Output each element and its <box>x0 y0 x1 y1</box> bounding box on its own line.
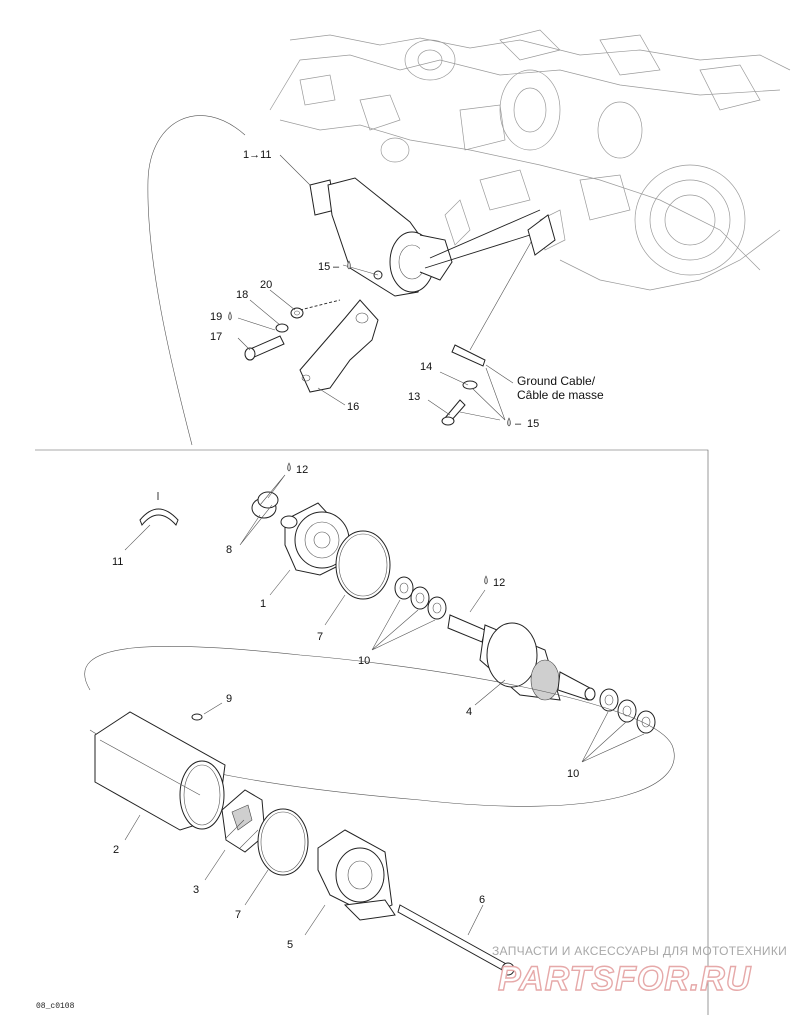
ground-cable-label-1: Ground Cable/ <box>517 374 596 388</box>
ground-strap-leader <box>469 234 536 351</box>
o-ring-8b <box>257 491 279 509</box>
callout-6: 6 <box>479 894 485 906</box>
engine-stud <box>527 214 556 256</box>
callout-10b: 10 <box>567 768 579 780</box>
callout-15-right: 15 <box>527 418 539 430</box>
leader-3 <box>204 849 226 881</box>
bolt-13 <box>441 399 466 426</box>
through-bolt-6 <box>397 904 515 976</box>
callout-15-top: 15 <box>318 261 330 273</box>
drop-icon <box>484 575 488 585</box>
callout-7b: 7 <box>235 909 241 921</box>
mounting-bracket <box>299 299 379 393</box>
detail-frame <box>35 449 709 1015</box>
figure-code: 08_c0108 <box>36 1002 75 1011</box>
callout-17: 17 <box>210 331 222 343</box>
leader-7b <box>244 869 269 906</box>
callout-11: 11 <box>112 556 123 568</box>
callout-16: 16 <box>347 401 359 413</box>
drop-icon <box>287 462 291 472</box>
leader-10a <box>371 599 436 651</box>
armature-4 <box>447 614 596 701</box>
callout-2: 2 <box>113 844 119 856</box>
drop-icon <box>507 417 511 427</box>
dash-15-top: – <box>333 261 340 273</box>
washer-18 <box>275 323 289 333</box>
callout-18: 18 <box>236 289 248 301</box>
leader-14 <box>439 371 469 386</box>
brush-plate-3 <box>221 789 266 853</box>
callout-5: 5 <box>287 939 293 951</box>
callout-8: 8 <box>226 544 232 556</box>
leader-18 <box>249 299 281 326</box>
callout-10a: 10 <box>358 655 370 667</box>
washer-stack-10a <box>394 576 447 620</box>
leader-ground-cable <box>485 364 514 384</box>
washer-14 <box>462 380 478 390</box>
o-ring-7b <box>257 808 309 876</box>
engine-block-outline <box>269 29 791 291</box>
callout-1-11: 1→11 <box>243 149 272 161</box>
ground-cable <box>451 344 486 367</box>
leader-20 <box>269 289 296 311</box>
leader-13 <box>427 399 451 416</box>
leader-12a <box>259 474 286 506</box>
leader-15-right-c <box>485 367 506 421</box>
watermark-logo: PARTSFOR.RU <box>498 960 752 998</box>
leader-16 <box>317 387 346 406</box>
lockwasher-20 <box>290 307 304 319</box>
ground-cable-label-2: Câble de masse <box>517 388 604 402</box>
drop-icon <box>228 311 232 321</box>
leader-7a <box>324 594 346 626</box>
o-ring-9 <box>191 713 203 721</box>
leader-10b <box>581 711 645 763</box>
assembly-leader-loop <box>147 115 246 446</box>
leader-15-right-a <box>471 387 506 421</box>
bolt-17 <box>244 335 285 361</box>
callout-19: 19 <box>210 311 222 323</box>
leader-19 <box>237 317 276 331</box>
callout-9: 9 <box>226 693 232 705</box>
callout-3: 3 <box>193 884 199 896</box>
leader-1 <box>269 569 291 596</box>
callout-14: 14 <box>420 361 432 373</box>
leader-15-right-b <box>459 411 501 421</box>
assembly-loop-lower <box>84 645 675 807</box>
dash-15-right: – <box>515 418 522 430</box>
callout-13: 13 <box>408 391 420 403</box>
watermark-tagline: ЗАПЧАСТИ И АКСЕССУАРЫ ДЛЯ МОТОТЕХНИКИ <box>492 944 787 958</box>
clip-11 <box>139 492 179 526</box>
bracket-bolt-line <box>299 299 341 311</box>
leader-12b <box>469 589 486 613</box>
leader-1-11 <box>279 154 311 186</box>
leader-17 <box>237 337 251 351</box>
o-ring-7a <box>335 530 391 600</box>
housing-2 <box>94 711 226 831</box>
leader-11 <box>124 524 151 551</box>
drop-icon <box>347 260 351 270</box>
leader-4 <box>474 679 506 706</box>
leader-9 <box>203 702 223 715</box>
callout-7a: 7 <box>317 631 323 643</box>
end-cover-1 <box>280 502 353 576</box>
callout-12a: 12 <box>296 464 308 476</box>
drive-end-housing-5 <box>317 829 396 921</box>
starter-assembly <box>309 177 541 297</box>
callout-1: 1 <box>260 598 266 610</box>
leader-6 <box>467 904 484 936</box>
leader-5 <box>304 904 326 936</box>
washer-stack-10b <box>599 688 656 734</box>
callout-4: 4 <box>466 706 472 718</box>
callout-12b: 12 <box>493 577 505 589</box>
callout-20: 20 <box>260 279 272 291</box>
leader-8 <box>239 504 273 546</box>
leader-2 <box>124 814 141 841</box>
